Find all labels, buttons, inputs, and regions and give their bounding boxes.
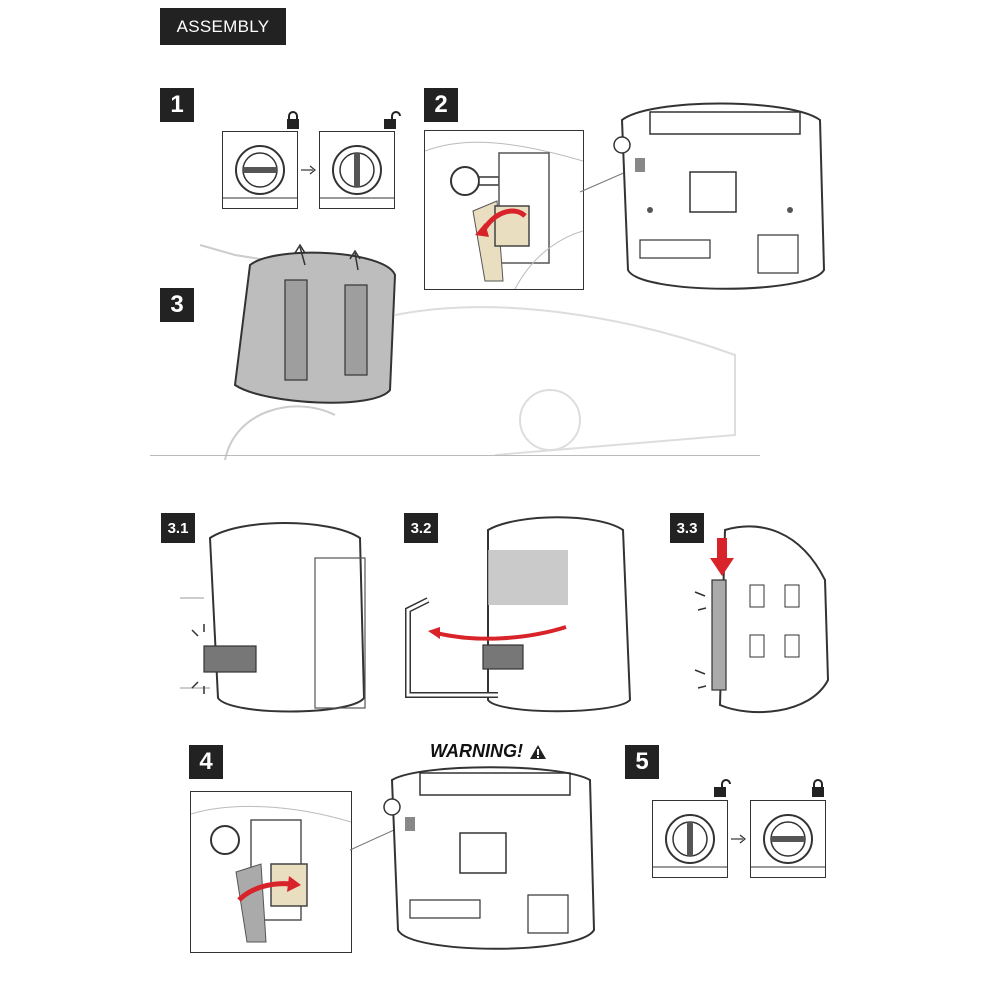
section-divider	[150, 455, 760, 456]
step-number-1: 1	[160, 88, 194, 122]
warning-text: WARNING!	[430, 741, 523, 761]
section-title: ASSEMBLY	[160, 8, 286, 45]
dial-unlocked-icon	[320, 145, 394, 199]
padlock-open-icon	[714, 779, 731, 797]
lock-open-final-panel	[652, 800, 728, 878]
step-number-5: 5	[625, 745, 659, 779]
latch-detail-panel	[424, 130, 584, 290]
padlock-closed-icon	[287, 111, 299, 129]
warning-triangle-icon	[530, 744, 546, 759]
padlock-open-icon	[384, 111, 401, 129]
bag-back-view-locked-illustration	[349, 766, 596, 950]
latch-close-detail-panel	[190, 791, 352, 953]
dial-locked-icon	[751, 814, 825, 868]
arrow-right-icon	[301, 165, 316, 175]
bag-rotate-onto-rail-illustration	[405, 516, 632, 713]
arrow-right-icon	[731, 834, 746, 844]
dial-unlocked-icon	[653, 814, 727, 868]
latch-detail-illustration	[425, 141, 583, 289]
step-number-4: 4	[189, 745, 223, 779]
bag-on-motorcycle-illustration	[199, 243, 736, 461]
lock-closed-panel	[222, 131, 298, 209]
step-number-3-2: 3.2	[404, 513, 438, 543]
step-number-3-3: 3.3	[670, 513, 704, 543]
latch-close-illustration	[191, 805, 351, 943]
lock-open-panel	[319, 131, 395, 209]
lock-closed-final-panel	[750, 800, 826, 878]
bag-back-view-illustration	[579, 102, 826, 290]
dial-locked-icon	[223, 145, 297, 199]
step-number-2: 2	[424, 88, 458, 122]
padlock-closed-icon	[812, 779, 824, 797]
step-number-3-1: 3.1	[161, 513, 195, 543]
warning-label: WARNING!	[430, 741, 547, 762]
step-number-3: 3	[160, 288, 194, 322]
bag-side-lock-down-illustration	[694, 525, 830, 714]
bag-hook-engage-illustration	[180, 522, 366, 713]
